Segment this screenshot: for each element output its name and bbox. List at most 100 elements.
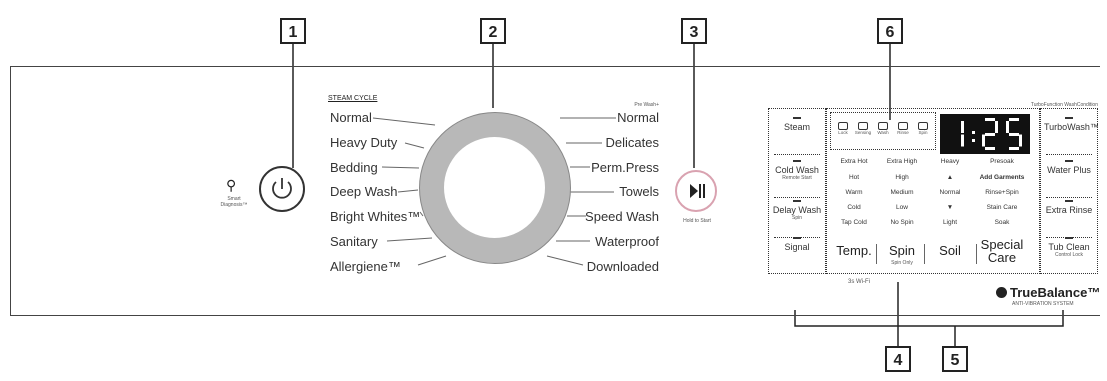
- option-top-label: Presoak: [990, 158, 1014, 165]
- brand-sub: ANTI-VIBRATION SYSTEM: [1012, 301, 1074, 307]
- option-button-0[interactable]: Temp.: [830, 244, 878, 257]
- option-level: Light: [942, 219, 958, 226]
- option-button-divider: [876, 244, 877, 264]
- display-segment: [985, 118, 995, 121]
- start-pause-button[interactable]: [675, 170, 717, 212]
- status-rinse-icon: [898, 122, 908, 130]
- display-segment: [995, 121, 998, 133]
- button-sublabel: Control Lock: [1054, 252, 1084, 258]
- button-label: Cold Wash: [775, 165, 819, 175]
- status-icon-label: Spin: [918, 130, 928, 135]
- column-divider: [1046, 154, 1092, 155]
- option-level: Rinse+Spin: [985, 189, 1019, 196]
- leader-5-bracket: [794, 310, 1064, 327]
- option-button-label: Spin: [888, 243, 916, 258]
- option-level: Warm: [845, 189, 863, 196]
- button-sublabel: Spin: [791, 215, 802, 221]
- cycle-connector-line: [404, 142, 425, 149]
- display-segment: [1019, 134, 1022, 147]
- option-top-label: Extra High: [886, 158, 918, 165]
- status-icon: Spin: [914, 122, 932, 135]
- button-indicator: [1065, 200, 1073, 202]
- right_column-button[interactable]: TurboWash™: [1044, 117, 1099, 132]
- column-divider: [774, 154, 820, 155]
- option-level: Tap Cold: [841, 219, 867, 226]
- cycle-label-left[interactable]: Sanitary: [330, 234, 378, 249]
- right_column-button[interactable]: Water Plus: [1044, 160, 1094, 175]
- left_column-button[interactable]: Signal: [772, 237, 822, 252]
- option-level: Normal: [939, 189, 961, 196]
- option-level: Medium: [890, 189, 914, 196]
- button-label: Extra Rinse: [1045, 205, 1093, 215]
- button-label: Tub Clean: [1048, 242, 1090, 252]
- cycle-label-left[interactable]: Normal: [330, 110, 372, 125]
- button-indicator: [1065, 237, 1073, 239]
- status-icon-label: Wash: [877, 130, 889, 135]
- option-level: High: [895, 174, 909, 181]
- cycle-label-right[interactable]: Speed Wash: [585, 209, 659, 225]
- cycle-connector-line: [417, 255, 447, 266]
- cycle-label-right[interactable]: Towels: [619, 184, 659, 200]
- status-icons-box: [830, 112, 936, 150]
- cycle-label-right[interactable]: Downloaded: [586, 258, 659, 274]
- cycle-label-left[interactable]: Heavy Duty: [330, 134, 398, 150]
- left_column-button[interactable]: Steam: [772, 117, 822, 132]
- smart-diagnosis-icon: ⚲: [226, 177, 237, 193]
- option-button-3[interactable]: Special Care: [978, 238, 1026, 264]
- status-icon-label: Sensing: [854, 130, 872, 135]
- cycle-connector-line: [372, 117, 436, 126]
- button-indicator: [1065, 160, 1073, 162]
- cycle-label-right[interactable]: Delicates: [605, 134, 659, 150]
- display-segment: [1006, 121, 1009, 133]
- cycle-label-right[interactable]: Waterproof: [595, 234, 659, 249]
- display-segment: [1009, 147, 1019, 150]
- display-segment: [1009, 118, 1019, 121]
- display-colon: [972, 139, 975, 142]
- display-segment: [1009, 133, 1019, 136]
- control-panel: [10, 66, 1100, 316]
- option-level: Hot: [848, 174, 860, 181]
- cycle-label-left[interactable]: Allergiene™: [330, 258, 401, 274]
- cycle-label-right[interactable]: Perm.Press: [591, 159, 659, 175]
- callout-5: 5: [942, 346, 968, 372]
- button-indicator: [793, 237, 801, 239]
- cycle-label-right[interactable]: Normal: [617, 110, 659, 125]
- option-level: Add Garments: [979, 174, 1025, 181]
- top-right-note: TurboFunction WashCondition: [1030, 102, 1098, 108]
- smart-diagnosis-label: Smart Diagnosis™: [220, 196, 248, 208]
- status-wash-icon: [878, 122, 888, 130]
- option-top-label: Extra Hot: [840, 158, 868, 165]
- status-icon: Lock: [834, 122, 852, 135]
- display-segment: [985, 147, 995, 150]
- option-button-divider: [976, 244, 977, 264]
- cycle-connector-line: [419, 211, 424, 217]
- status-lock-icon: [838, 122, 848, 130]
- display-segment: [961, 134, 964, 147]
- button-label: Delay Wash: [772, 205, 822, 215]
- left-options-column: [768, 108, 826, 274]
- option-button-2[interactable]: Soil: [926, 244, 974, 257]
- status-sensing-icon: [858, 122, 868, 130]
- time-display: [940, 114, 1030, 154]
- option-button-divider: [924, 244, 925, 264]
- button-indicator: [793, 200, 801, 202]
- option-level: Low: [896, 204, 908, 211]
- start-pause-label: Hold to Start: [683, 218, 711, 224]
- pre-wash-label: Pre Wash+: [634, 102, 659, 108]
- option-button-label: Temp.: [836, 243, 872, 258]
- status-icon-label: Rinse: [897, 130, 909, 135]
- callout-2: 2: [480, 18, 506, 44]
- power-button[interactable]: [259, 166, 305, 212]
- cycle-dial[interactable]: [419, 112, 571, 264]
- cycle-label-left[interactable]: Bedding: [330, 159, 378, 175]
- cycle-label-left[interactable]: Bright Whites™: [330, 209, 421, 225]
- right_column-button[interactable]: Extra Rinse: [1044, 200, 1094, 215]
- callout-6: 6: [877, 18, 903, 44]
- cycle-label-left[interactable]: Deep Wash: [330, 184, 398, 200]
